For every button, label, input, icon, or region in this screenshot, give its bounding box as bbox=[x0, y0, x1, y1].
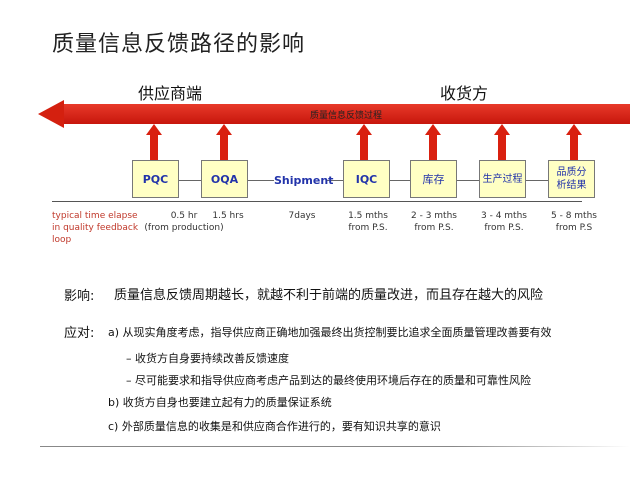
up-arrow-production bbox=[494, 124, 510, 160]
impact-label: 影响: bbox=[64, 289, 95, 304]
timing-line1: 5 - 8 mths bbox=[551, 211, 597, 221]
timing-line2: from P.S. bbox=[414, 223, 454, 233]
supplier-label: 供应商端 bbox=[138, 84, 203, 103]
feedback-arrow-label: 质量信息反馈过程 bbox=[309, 111, 382, 121]
stage-analysis: 品质分析结果 bbox=[548, 160, 595, 198]
receiver-label: 收货方 bbox=[440, 84, 489, 103]
response-item-b: b) 收货方自身也要建立起有力的质量保证系统 bbox=[108, 396, 332, 409]
timing-pqc: 0.5 hr (from production) bbox=[142, 210, 226, 234]
up-arrow-iqc bbox=[356, 124, 372, 160]
timing-production: 3 - 4 mths from P.S. bbox=[474, 210, 534, 234]
response-item-c: c) 外部质量信息的收集是和供应商合作进行的，要有知识共享的意识 bbox=[108, 420, 441, 433]
timing-line1: 7days bbox=[288, 211, 316, 221]
timing-line1: 1.5 mths bbox=[348, 211, 388, 221]
timing-analysis: 5 - 8 mths from P.S bbox=[544, 210, 604, 234]
link-line bbox=[248, 180, 274, 181]
timing-shipment: 7days bbox=[282, 210, 322, 222]
link-line bbox=[179, 180, 201, 181]
response-label: 应对: bbox=[64, 326, 95, 341]
response-item-a: a) 从现实角度考虑，指导供应商正确地加强最终出货控制要比追求全面质量管理改善要… bbox=[108, 326, 552, 339]
feedback-arrow-head bbox=[38, 100, 64, 128]
timing-oqa: 1.5 hrs bbox=[208, 210, 248, 222]
timeline-baseline bbox=[52, 201, 582, 202]
timing-line2: from P.S. bbox=[348, 223, 388, 233]
timing-line2: (from production) bbox=[144, 223, 224, 233]
stage-iqc: IQC bbox=[343, 160, 390, 198]
timing-line1: 2 - 3 mths bbox=[411, 211, 457, 221]
timing-inventory: 2 - 3 mths from P.S. bbox=[404, 210, 464, 234]
page-title: 质量信息反馈路径的影响 bbox=[52, 32, 306, 57]
up-arrow-analysis bbox=[566, 124, 582, 160]
stage-shipment: Shipment bbox=[274, 174, 334, 187]
link-line bbox=[457, 180, 479, 181]
timing-line1: 1.5 hrs bbox=[212, 211, 244, 221]
timing-line2: from P.S bbox=[555, 223, 593, 233]
stage-production: 生产过程 bbox=[479, 160, 526, 198]
response-item-a-sub1: – 收货方自身要持续改善反馈速度 bbox=[126, 352, 289, 365]
timing-line1: 0.5 hr bbox=[170, 211, 198, 221]
response-item-a-sub2: – 尽可能要求和指导供应商考虑产品到达的最终使用环境后存在的质量和可靠性风险 bbox=[126, 374, 531, 387]
feedback-arrow bbox=[62, 104, 630, 124]
timing-line1: 3 - 4 mths bbox=[481, 211, 527, 221]
up-arrow-pqc bbox=[146, 124, 162, 160]
footer-divider bbox=[40, 446, 630, 447]
impact-text: 质量信息反馈周期越长，就越不利于前端的质量改进，而且存在越大的风险 bbox=[114, 288, 544, 303]
timing-row-label: typical time elapse in quality feedback … bbox=[52, 211, 139, 245]
link-line bbox=[326, 180, 343, 181]
stage-oqa: OQA bbox=[201, 160, 248, 198]
link-line bbox=[526, 180, 548, 181]
timing-line2: from P.S. bbox=[484, 223, 524, 233]
timing-iqc: 1.5 mths from P.S. bbox=[340, 210, 396, 234]
up-arrow-inventory bbox=[425, 124, 441, 160]
up-arrow-oqa bbox=[216, 124, 232, 160]
stage-inventory: 库存 bbox=[410, 160, 457, 198]
link-line bbox=[390, 180, 410, 181]
stage-pqc: PQC bbox=[132, 160, 179, 198]
